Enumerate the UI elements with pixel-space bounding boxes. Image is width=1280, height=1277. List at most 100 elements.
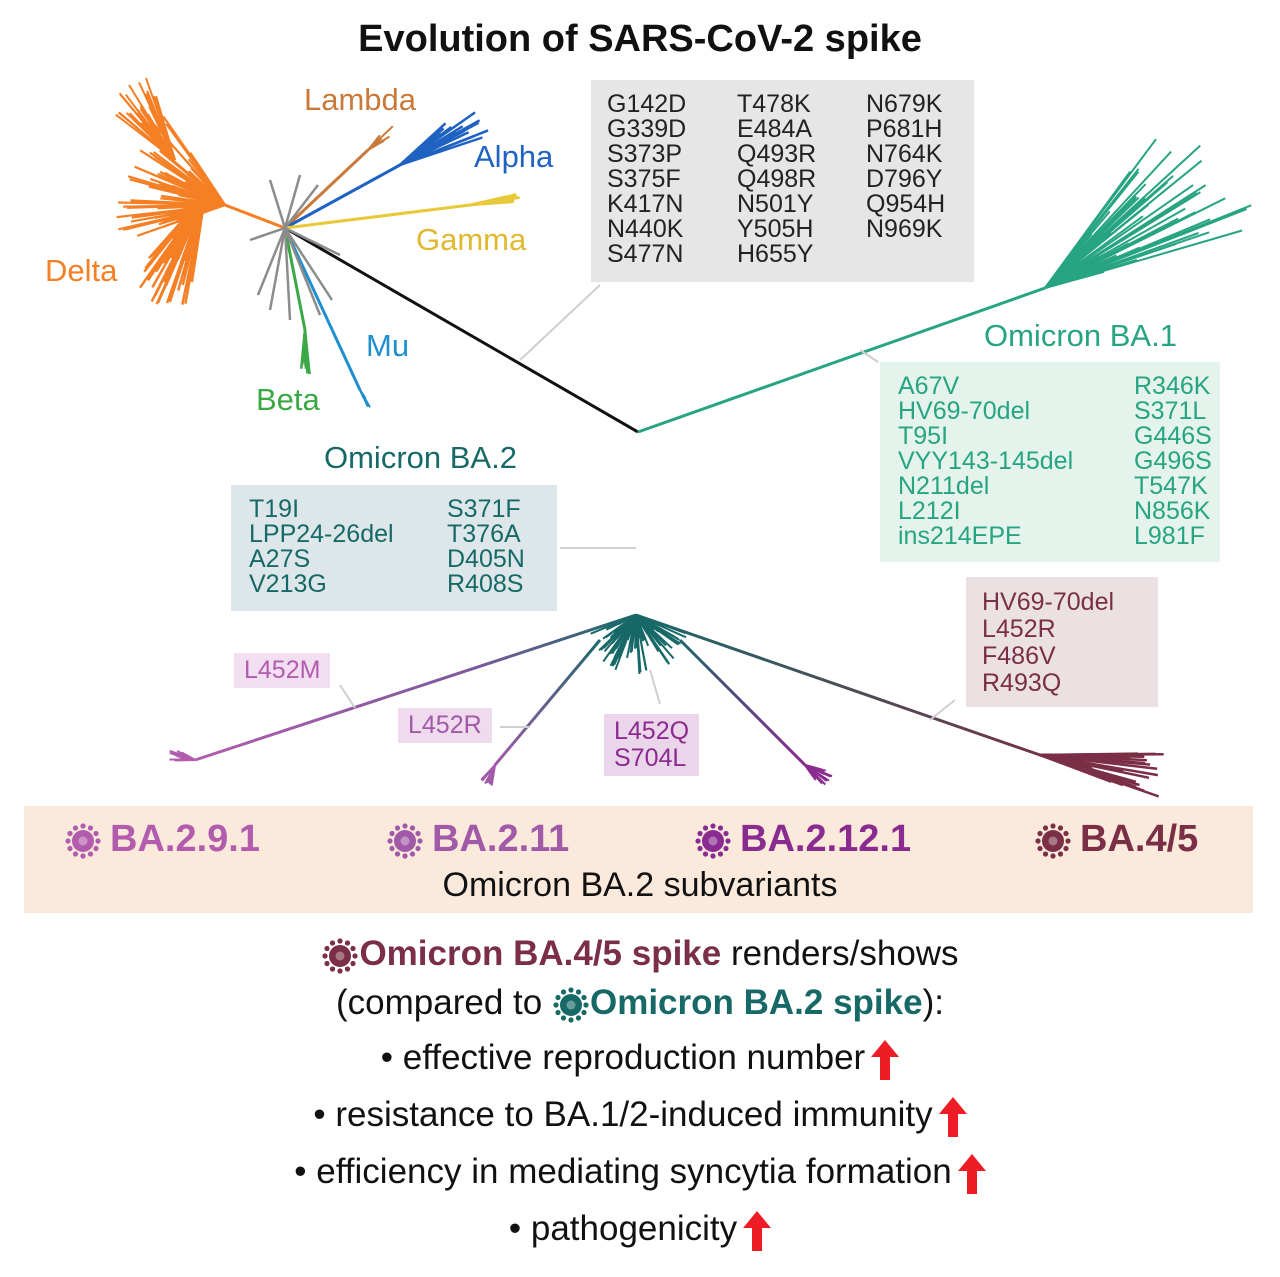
mutation-label: N856K (1134, 497, 1211, 525)
cluster-ba2-11 (480, 764, 496, 786)
mutation-column: S371F T376A D405N R408S (447, 497, 525, 597)
mutation-label: D796Y (866, 165, 943, 193)
mutation-box-omicron-ba1: A67V HV69-70del T95I VYY143-145del N211d… (880, 362, 1220, 562)
bullet-dot: • (380, 1038, 394, 1077)
mutation-label: Q498R (737, 165, 817, 193)
branch-ba2-9-1 (194, 613, 637, 762)
branch-ba1 (637, 286, 1046, 434)
mutation-label: Y505H (737, 215, 814, 243)
mutation-label: T95I (898, 422, 949, 450)
mutation-label: N440K (607, 215, 684, 243)
cluster-beta (299, 329, 311, 375)
branch-delta (224, 203, 286, 230)
conclusion-line-2: (compared to Omicron BA.2 spike): (0, 983, 1280, 1024)
branch-lambda (283, 148, 370, 230)
mutation-label: Q954H (866, 190, 946, 218)
mutation-box-omicron-ba2: T19I LPP24-26del A27S V213G S371F T376A … (231, 485, 557, 611)
subvariants-caption: Omicron BA.2 subvariants (442, 866, 838, 904)
mutation-label: G339D (607, 115, 687, 143)
mutation-label: N211del (898, 472, 990, 500)
branch-ba4-5 (635, 613, 1041, 757)
up-arrow-icon (957, 1153, 986, 1194)
virus-icon (695, 823, 731, 859)
subvariant-ba4-5: BA.4/5 (1034, 818, 1198, 861)
cluster-gamma (469, 193, 520, 207)
conclusion-line-1: Omicron BA.4/5 spike renders/shows (0, 934, 1280, 975)
label-gamma: Gamma (416, 222, 527, 257)
mutation-label: L452M (244, 656, 321, 684)
cluster-mu (359, 389, 371, 408)
bullet-text: effective reproduction number (402, 1038, 866, 1077)
subvariants-band (24, 806, 1253, 913)
cluster-omicron-ba2 (579, 614, 687, 675)
virus-icon (553, 987, 589, 1023)
bullet-item: • pathogenicity (0, 1209, 1280, 1251)
ba2-spike-label: Omicron BA.2 spike (589, 983, 923, 1022)
mutation-label: R493Q (982, 669, 1062, 697)
mutation-label: K417N (607, 190, 684, 218)
cluster-lambda (367, 125, 394, 151)
mutation-label: HV69-70del (982, 588, 1115, 616)
cluster-ba2-9-1 (169, 749, 196, 762)
up-arrow-icon (743, 1210, 772, 1251)
phylogenetic-tree (115, 77, 1252, 798)
mutation-label: S375F (607, 165, 681, 193)
conclusion-compared-prefix: (compared to (336, 983, 552, 1022)
label-lambda: Lambda (304, 82, 417, 117)
virus-icon (387, 823, 423, 859)
mutation-column: G142D G339D S373P S375F K417N N440K S477… (607, 92, 686, 267)
cluster-omicron-ba1 (1044, 138, 1252, 289)
cluster-delta-upper (115, 77, 176, 161)
label-beta: Beta (256, 382, 320, 417)
conclusion-compared-suffix: ): (922, 983, 944, 1022)
mutation-label: P681H (866, 115, 943, 143)
bullet-text: resistance to BA.1/2-induced immunity (335, 1095, 933, 1134)
mutation-label: S704L (614, 744, 687, 772)
branches-other (249, 174, 341, 321)
bullet-dot: • (508, 1209, 522, 1248)
mutation-label: N501Y (737, 190, 814, 218)
cluster-alpha (399, 111, 489, 167)
mutation-label: F486V (982, 642, 1056, 670)
virus-icon (65, 823, 101, 859)
mutation-label: R346K (1134, 372, 1211, 400)
mutation-label: ins214EPE (898, 522, 1022, 550)
branch-backbone (284, 226, 639, 434)
mutation-box-ba4-5: HV69-70del L452R F486V R493Q (966, 577, 1158, 707)
mutation-label: L981F (1134, 522, 1205, 550)
mutation-column: N679K P681H N764K D796Y Q954H N969K (866, 92, 945, 242)
mutation-label: S477N (607, 240, 684, 268)
mutation-label: T19I (249, 495, 300, 523)
mutation-column: A67V HV69-70del T95I VYY143-145del N211d… (898, 374, 1073, 549)
bullet-text: efficiency in mediating syncytia formati… (316, 1152, 952, 1191)
bullet-dot: • (294, 1152, 307, 1191)
branch-alpha (284, 163, 401, 230)
mutation-label: L452R (982, 615, 1056, 643)
mutation-box-ba2-9-1: L452M (234, 653, 331, 688)
up-arrow-icon (938, 1096, 967, 1137)
subvariant-ba2-11: BA.2.11 (386, 818, 569, 861)
mutation-label: V213G (249, 570, 327, 598)
cluster-ba4-5 (1039, 752, 1164, 798)
mutation-label: A27S (249, 545, 311, 573)
mutation-box-omicron-common: G142D G339D S373P S375F K417N N440K S477… (591, 80, 974, 282)
mutation-label: G496S (1134, 447, 1212, 475)
mutation-label: N764K (866, 140, 943, 168)
subvariant-name: BA.2.11 (432, 818, 570, 860)
mutation-label: T376A (447, 520, 521, 548)
subvariant-ba2-9-1: BA.2.9.1 (64, 818, 260, 861)
mutation-label: LPP24-26del (249, 520, 394, 548)
up-arrow-icon (871, 1039, 900, 1080)
mutation-column: T478K E484A Q493R Q498R N501Y Y505H H655… (737, 92, 816, 267)
mutation-label: L212I (898, 497, 961, 525)
conclusion-verb: renders/shows (721, 934, 959, 973)
mutation-label: G446S (1134, 422, 1212, 450)
mutation-label: N679K (866, 90, 943, 118)
label-omicron-ba2: Omicron BA.2 (324, 440, 517, 475)
subvariant-name: BA.4/5 (1080, 818, 1199, 860)
subvariant-name: BA.2.9.1 (110, 818, 260, 860)
mutation-label: N969K (866, 215, 943, 243)
callout-connectors (339, 284, 956, 728)
mutation-label: A67V (898, 372, 960, 400)
